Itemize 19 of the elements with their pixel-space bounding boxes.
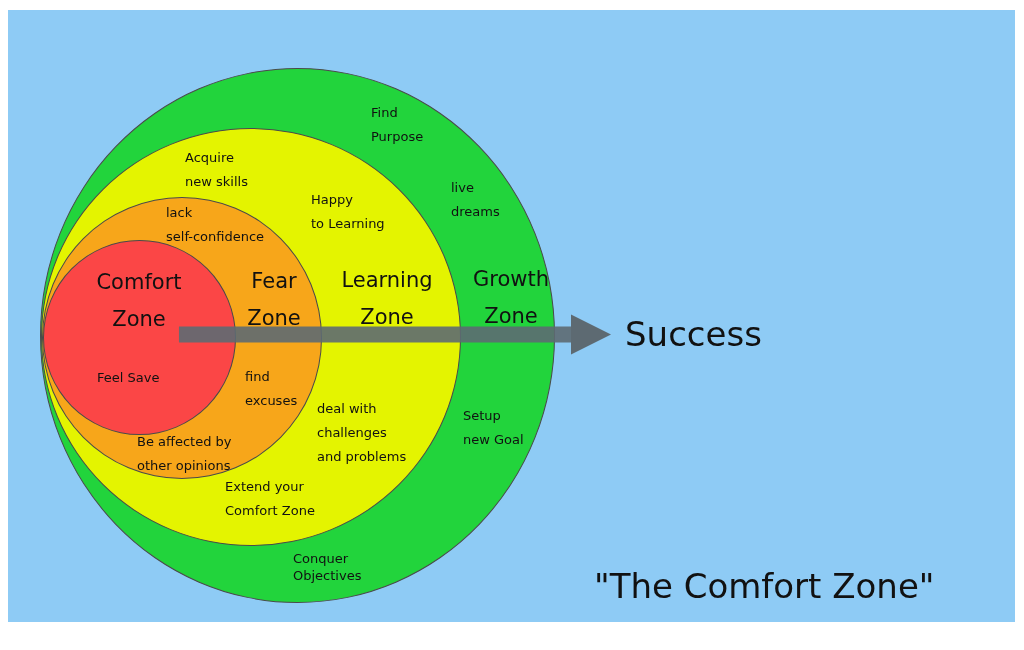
title: "The Comfort Zone" <box>594 566 935 606</box>
zone-note: Acquire new skills <box>185 149 248 191</box>
outcome-label: Success <box>625 314 762 354</box>
zone-note: lack self-confidence <box>166 204 265 246</box>
zone-title: Fear Zone <box>247 268 301 332</box>
arrow <box>178 314 611 355</box>
zone-note: Extend your Comfort Zone <box>225 478 315 520</box>
zone-note: Be affected by other opinions <box>137 433 232 475</box>
zone-title: Learning Zone <box>341 267 433 331</box>
zone-note: Setup new Goal <box>463 407 524 449</box>
zone-note: Happy to Learning <box>311 191 385 233</box>
zone-note: live dreams <box>451 179 500 221</box>
zone-note: Feel Save <box>97 369 160 387</box>
zone-note: deal with challenges and problems <box>317 400 407 466</box>
zone-note: find excuses <box>245 368 298 410</box>
zone-title: Growth Zone <box>473 266 549 330</box>
zone-title: Comfort Zone <box>96 269 182 333</box>
zone-note: Find Purpose <box>371 104 424 146</box>
zone-note: Conquer Objectives <box>293 550 362 584</box>
